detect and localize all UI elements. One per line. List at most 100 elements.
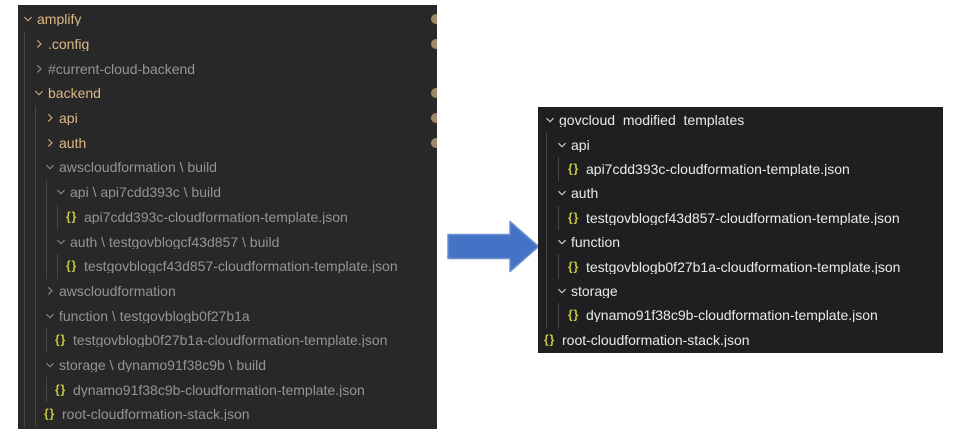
chevron-down-icon[interactable] — [44, 308, 59, 324]
tree-item-awscloudformation-build[interactable]: awscloudformation \ build — [18, 155, 437, 180]
tree-item-testgovblogcf43d857-cloudformation-template-json[interactable]: {} testgovblogcf43d857-cloudformation-tem… — [18, 253, 437, 279]
chevron-down-icon[interactable] — [544, 112, 559, 128]
indent-guide — [544, 229, 556, 255]
indent-guide — [22, 105, 33, 131]
tree-item-config[interactable]: .config — [18, 31, 437, 57]
tree-item-function[interactable]: function — [538, 229, 943, 255]
tree-item-auth-testgovblogcf43d857-build[interactable]: auth \ testgovblogcf43d857 \ build — [18, 229, 437, 254]
indent-guide — [544, 303, 556, 328]
tree-item-testgovblogb0f27b1a-cloudformation-template-json[interactable]: {} testgovblogb0f27b1a-cloudformation-tem… — [538, 254, 943, 279]
indent-guide — [22, 130, 33, 156]
tree-item-storage[interactable]: storage — [538, 278, 943, 304]
tree-item-auth[interactable]: auth — [18, 130, 437, 156]
indent-guide — [22, 278, 33, 304]
indent-guide — [22, 352, 33, 378]
tree-item-auth[interactable]: auth — [538, 181, 943, 206]
chevron-down-icon[interactable] — [556, 137, 571, 153]
git-modified-badge-dot — [431, 39, 437, 50]
tree-item-api[interactable]: api — [538, 132, 943, 157]
indent-guide — [33, 352, 44, 378]
chevron-right-icon[interactable] — [33, 36, 48, 52]
chevron-down-icon[interactable] — [44, 159, 59, 175]
chevron-down-icon[interactable] — [55, 234, 70, 250]
tree-item-label: testgovblogb0f27b1a-cloudformation-templ… — [73, 333, 388, 348]
tree-item-label: root-cloudformation-stack.json — [62, 407, 250, 422]
chevron-down-icon[interactable] — [22, 11, 37, 27]
indent-guide — [544, 132, 556, 157]
tree-item-label: awscloudformation \ build — [59, 160, 217, 175]
json-file-icon: {} — [568, 259, 580, 274]
indent-guide — [556, 303, 568, 328]
git-modified-badge-dot — [431, 14, 437, 25]
indent-guide — [544, 181, 556, 206]
indent-guide — [22, 402, 33, 427]
tree-item-label: dynamo91f38c9b-cloudformation-template.j… — [73, 382, 365, 397]
tree-item-govcloud-modified-templates[interactable]: govcloud_modified_templates — [538, 108, 943, 132]
tree-item-label: dynamo91f38c9b-cloudformation-template.j… — [586, 308, 878, 323]
tree-item-label: auth — [571, 186, 599, 201]
indent-guide — [33, 130, 44, 156]
chevron-down-icon[interactable] — [33, 85, 48, 101]
indent-guide — [33, 327, 44, 353]
indent-guide — [22, 253, 33, 279]
indent-guide — [544, 156, 556, 182]
right-arrow-icon — [447, 220, 540, 273]
indent-guide — [33, 278, 44, 304]
tree-item-label: auth — [59, 135, 87, 150]
tree-item-function-testgovblogb0f27b1a[interactable]: function \ testgovblogb0f27b1a — [18, 303, 437, 328]
tree-item-label: testgovblogcf43d857-cloudformation-templ… — [84, 259, 398, 274]
tree-item-api[interactable]: api — [18, 105, 437, 131]
chevron-down-icon[interactable] — [55, 184, 70, 200]
tree-item-api7cdd393c-cloudformation-template-json[interactable]: {}api7cdd393c-cloudformation-template.js… — [18, 204, 437, 230]
tree-item-api7cdd393c-cloudformation-template-json[interactable]: {}api7cdd393c-cloudformation-template.js… — [538, 156, 943, 182]
indent-guide — [22, 377, 33, 402]
chevron-right-icon[interactable] — [44, 110, 59, 126]
chevron-down-icon[interactable] — [44, 357, 59, 373]
tree-item-amplify[interactable]: amplify — [18, 7, 437, 32]
indent-guide — [22, 303, 33, 328]
tree-item-dynamo91f38c9b-cloudformation-template-json[interactable]: {}dynamo91f38c9b-cloudformation-template… — [538, 303, 943, 328]
tree-item-testgovblogcf43d857-cloudformation-template-json[interactable]: {}testgovblogcf43d857-cloudformation-tem… — [538, 205, 943, 230]
tree-item-testgovblogb0f27b1a-cloudformation-template-json[interactable]: {} testgovblogb0f27b1a-cloudformation-tem… — [18, 327, 437, 353]
indent-guide — [44, 229, 55, 254]
chevron-down-icon[interactable] — [556, 283, 571, 299]
tree-item-label: api7cdd393c-cloudformation-template.json — [586, 161, 850, 176]
chevron-right-icon[interactable] — [33, 61, 48, 77]
chevron-right-icon[interactable] — [44, 135, 59, 151]
indent-guide — [22, 56, 33, 82]
tree-item-api-api7cdd393c-build[interactable]: api \ api7cdd393c \ build — [18, 179, 437, 205]
tree-item-label: testgovblogb0f27b1a-cloudformation-templ… — [586, 259, 901, 274]
indent-guide — [556, 156, 568, 182]
git-modified-badge-dot — [431, 137, 437, 148]
tree-item-label: root-cloudformation-stack.json — [562, 332, 750, 347]
indent-guide — [44, 377, 55, 402]
indent-guide — [33, 229, 44, 254]
tree-item-root-cloudformation-stack-json[interactable]: {}root-cloudformation-stack.json — [538, 328, 943, 352]
chevron-down-icon[interactable] — [556, 234, 571, 250]
tree-item-dynamo91f38c9b-cloudformation-template-json[interactable]: {} dynamo91f38c9b-cloudformation-template… — [18, 377, 437, 402]
indent-guide — [544, 278, 556, 304]
tree-item-storage-dynamo91f38c9b-build[interactable]: storage \ dynamo91f38c9b \ build — [18, 352, 437, 378]
chevron-down-icon[interactable] — [556, 185, 571, 201]
tree-item-root-cloudformation-stack-json[interactable]: {} root-cloudformation-stack.json — [18, 402, 437, 427]
indent-guide — [22, 31, 33, 57]
indent-guide — [44, 179, 55, 205]
tree-item-label: amplify — [37, 12, 82, 27]
chevron-right-icon[interactable] — [44, 283, 59, 299]
json-file-icon: {} — [55, 332, 67, 347]
json-file-icon: {} — [66, 258, 78, 273]
indent-guide — [33, 377, 44, 402]
tree-item-current-cloud-backend[interactable]: #current-cloud-backend — [18, 56, 437, 82]
tree-item-backend[interactable]: backend — [18, 81, 437, 106]
tree-item-awscloudformation[interactable]: awscloudformation — [18, 278, 437, 304]
tree-item-label: govcloud_modified_templates — [559, 113, 745, 128]
json-file-icon: {} — [55, 382, 67, 397]
json-file-icon: {} — [568, 210, 580, 225]
tree-item-label: storage \ dynamo91f38c9b \ build — [59, 357, 267, 372]
json-file-icon: {} — [44, 406, 56, 421]
indent-guide — [33, 303, 44, 328]
tree-item-label: function \ testgovblogb0f27b1a — [59, 308, 250, 323]
